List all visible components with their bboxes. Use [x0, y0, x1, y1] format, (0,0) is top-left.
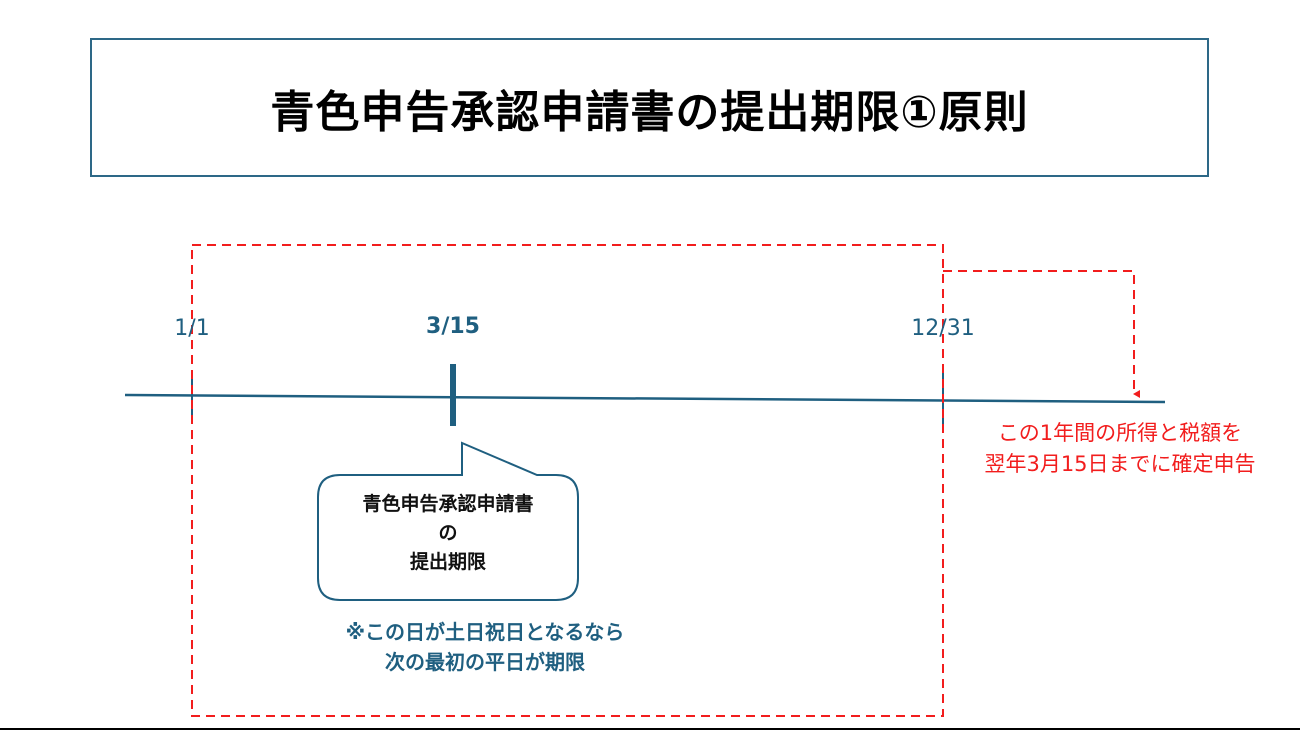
- date-label-end: 12/31: [911, 316, 975, 341]
- annual-note-line: この1年間の所得と税額を: [997, 421, 1243, 445]
- bottom-divider: [0, 728, 1300, 730]
- annual-filing-note: この1年間の所得と税額を 翌年3月15日までに確定申告: [950, 418, 1290, 480]
- title-box: 青色申告承認申請書の提出期限①原則: [90, 38, 1209, 177]
- callout-line: 提出期限: [409, 551, 486, 573]
- date-label-start: 1/1: [174, 316, 210, 341]
- callout-bubble: [317, 441, 579, 601]
- holiday-note: ※この日が土日祝日となるなら 次の最初の平日が期限: [250, 617, 720, 677]
- filing-connector-arrow: [943, 270, 1140, 398]
- callout-text: 青色申告承認申請書 の 提出期限: [318, 490, 578, 577]
- date-label-deadline: 3/15: [426, 314, 480, 339]
- timeline-axis: [124, 393, 1166, 404]
- note-line: 次の最初の平日が期限: [385, 650, 585, 674]
- tax-year-dashed-box: [191, 244, 944, 717]
- callout-line: の: [438, 522, 458, 544]
- annual-note-line: 翌年3月15日までに確定申告: [984, 452, 1256, 476]
- page-title: 青色申告承認申請書の提出期限①原則: [270, 86, 1029, 138]
- callout-line: 青色申告承認申請書: [362, 493, 534, 515]
- note-line: ※この日が土日祝日となるなら: [345, 620, 625, 644]
